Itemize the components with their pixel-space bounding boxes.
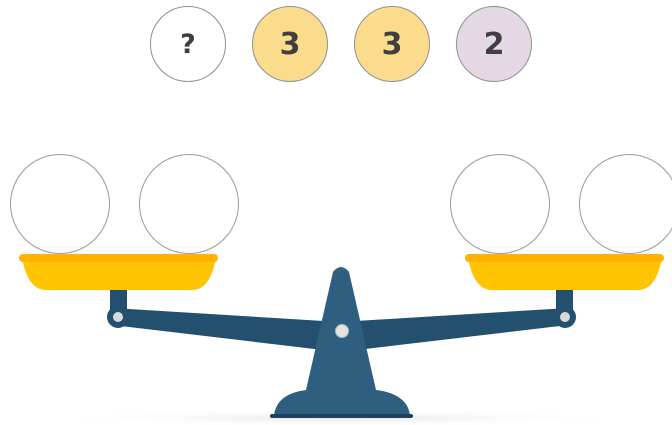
- left-pan: [22, 258, 216, 290]
- center-pivot-pin: [336, 325, 349, 338]
- left-pivot-pin: [113, 312, 123, 322]
- right-pan: [468, 258, 662, 290]
- right-pan-slot-2[interactable]: [579, 154, 672, 254]
- right-pivot-pin: [560, 312, 570, 322]
- right-pan-rim: [465, 254, 664, 262]
- right-pan-slot-1[interactable]: [450, 154, 550, 254]
- stand-base-line: [270, 414, 413, 418]
- left-pan-slot-2[interactable]: [139, 154, 239, 254]
- left-pan-rim: [19, 254, 218, 262]
- left-pan-slot-1[interactable]: [10, 154, 110, 254]
